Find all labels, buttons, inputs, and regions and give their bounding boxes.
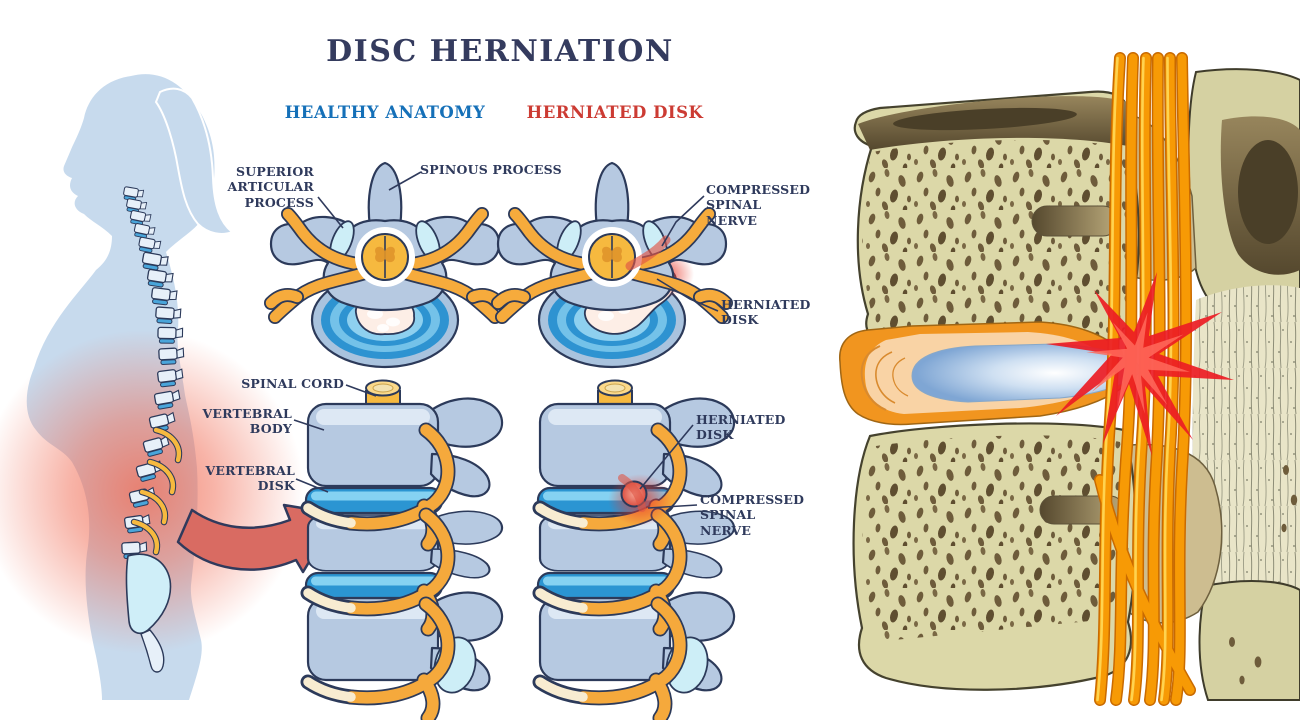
- label-compressed-spinal-nerve-axial: COMPRESSED SPINAL NERVE: [706, 182, 811, 228]
- lower-vertebra: [852, 422, 1137, 691]
- label-herniated-disk-axial: HERNIATED DISK: [721, 297, 811, 328]
- label-vertebral-disk: VERTEBRAL DISK: [205, 463, 295, 494]
- label-vertebral-body: VERTEBRAL BODY: [202, 406, 292, 437]
- label-superior-articular-process: SUPERIOR ARTICULAR PROCESS: [227, 164, 314, 210]
- healthy-axial-view: [271, 163, 499, 369]
- label-spinal-cord: SPINAL CORD: [241, 376, 344, 391]
- tailbone: [140, 629, 165, 673]
- disc-closeup: [839, 321, 1143, 426]
- herniated-column-header: HERNIATED DISK: [526, 103, 704, 122]
- upper-vertebra: [853, 90, 1140, 344]
- compressed-nerve-tint-lateral: [618, 474, 646, 512]
- sacrum: [125, 553, 172, 634]
- lumbar-nerves: [130, 426, 183, 556]
- patient-figure: [0, 74, 304, 701]
- healthy-lateral-view: [306, 379, 504, 719]
- label-spinous-process: SPINOUS PROCESS: [420, 162, 562, 177]
- nerve-bundle: [1094, 52, 1196, 706]
- label-compressed-spinal-nerve-lateral: COMPRESSED SPINAL NERVE: [700, 492, 805, 538]
- annotation-lines: [293, 171, 719, 509]
- herniated-axial-view: [498, 163, 726, 369]
- ponytail: [154, 87, 234, 235]
- page-title: DISC HERNIATION: [326, 34, 674, 69]
- healthy-column-header: HEALTHY ANATOMY: [284, 103, 486, 122]
- spine-overlay: [121, 186, 185, 673]
- label-herniated-disk-lateral: HERNIATED DISK: [696, 412, 786, 443]
- herniation-closeup: [839, 52, 1300, 706]
